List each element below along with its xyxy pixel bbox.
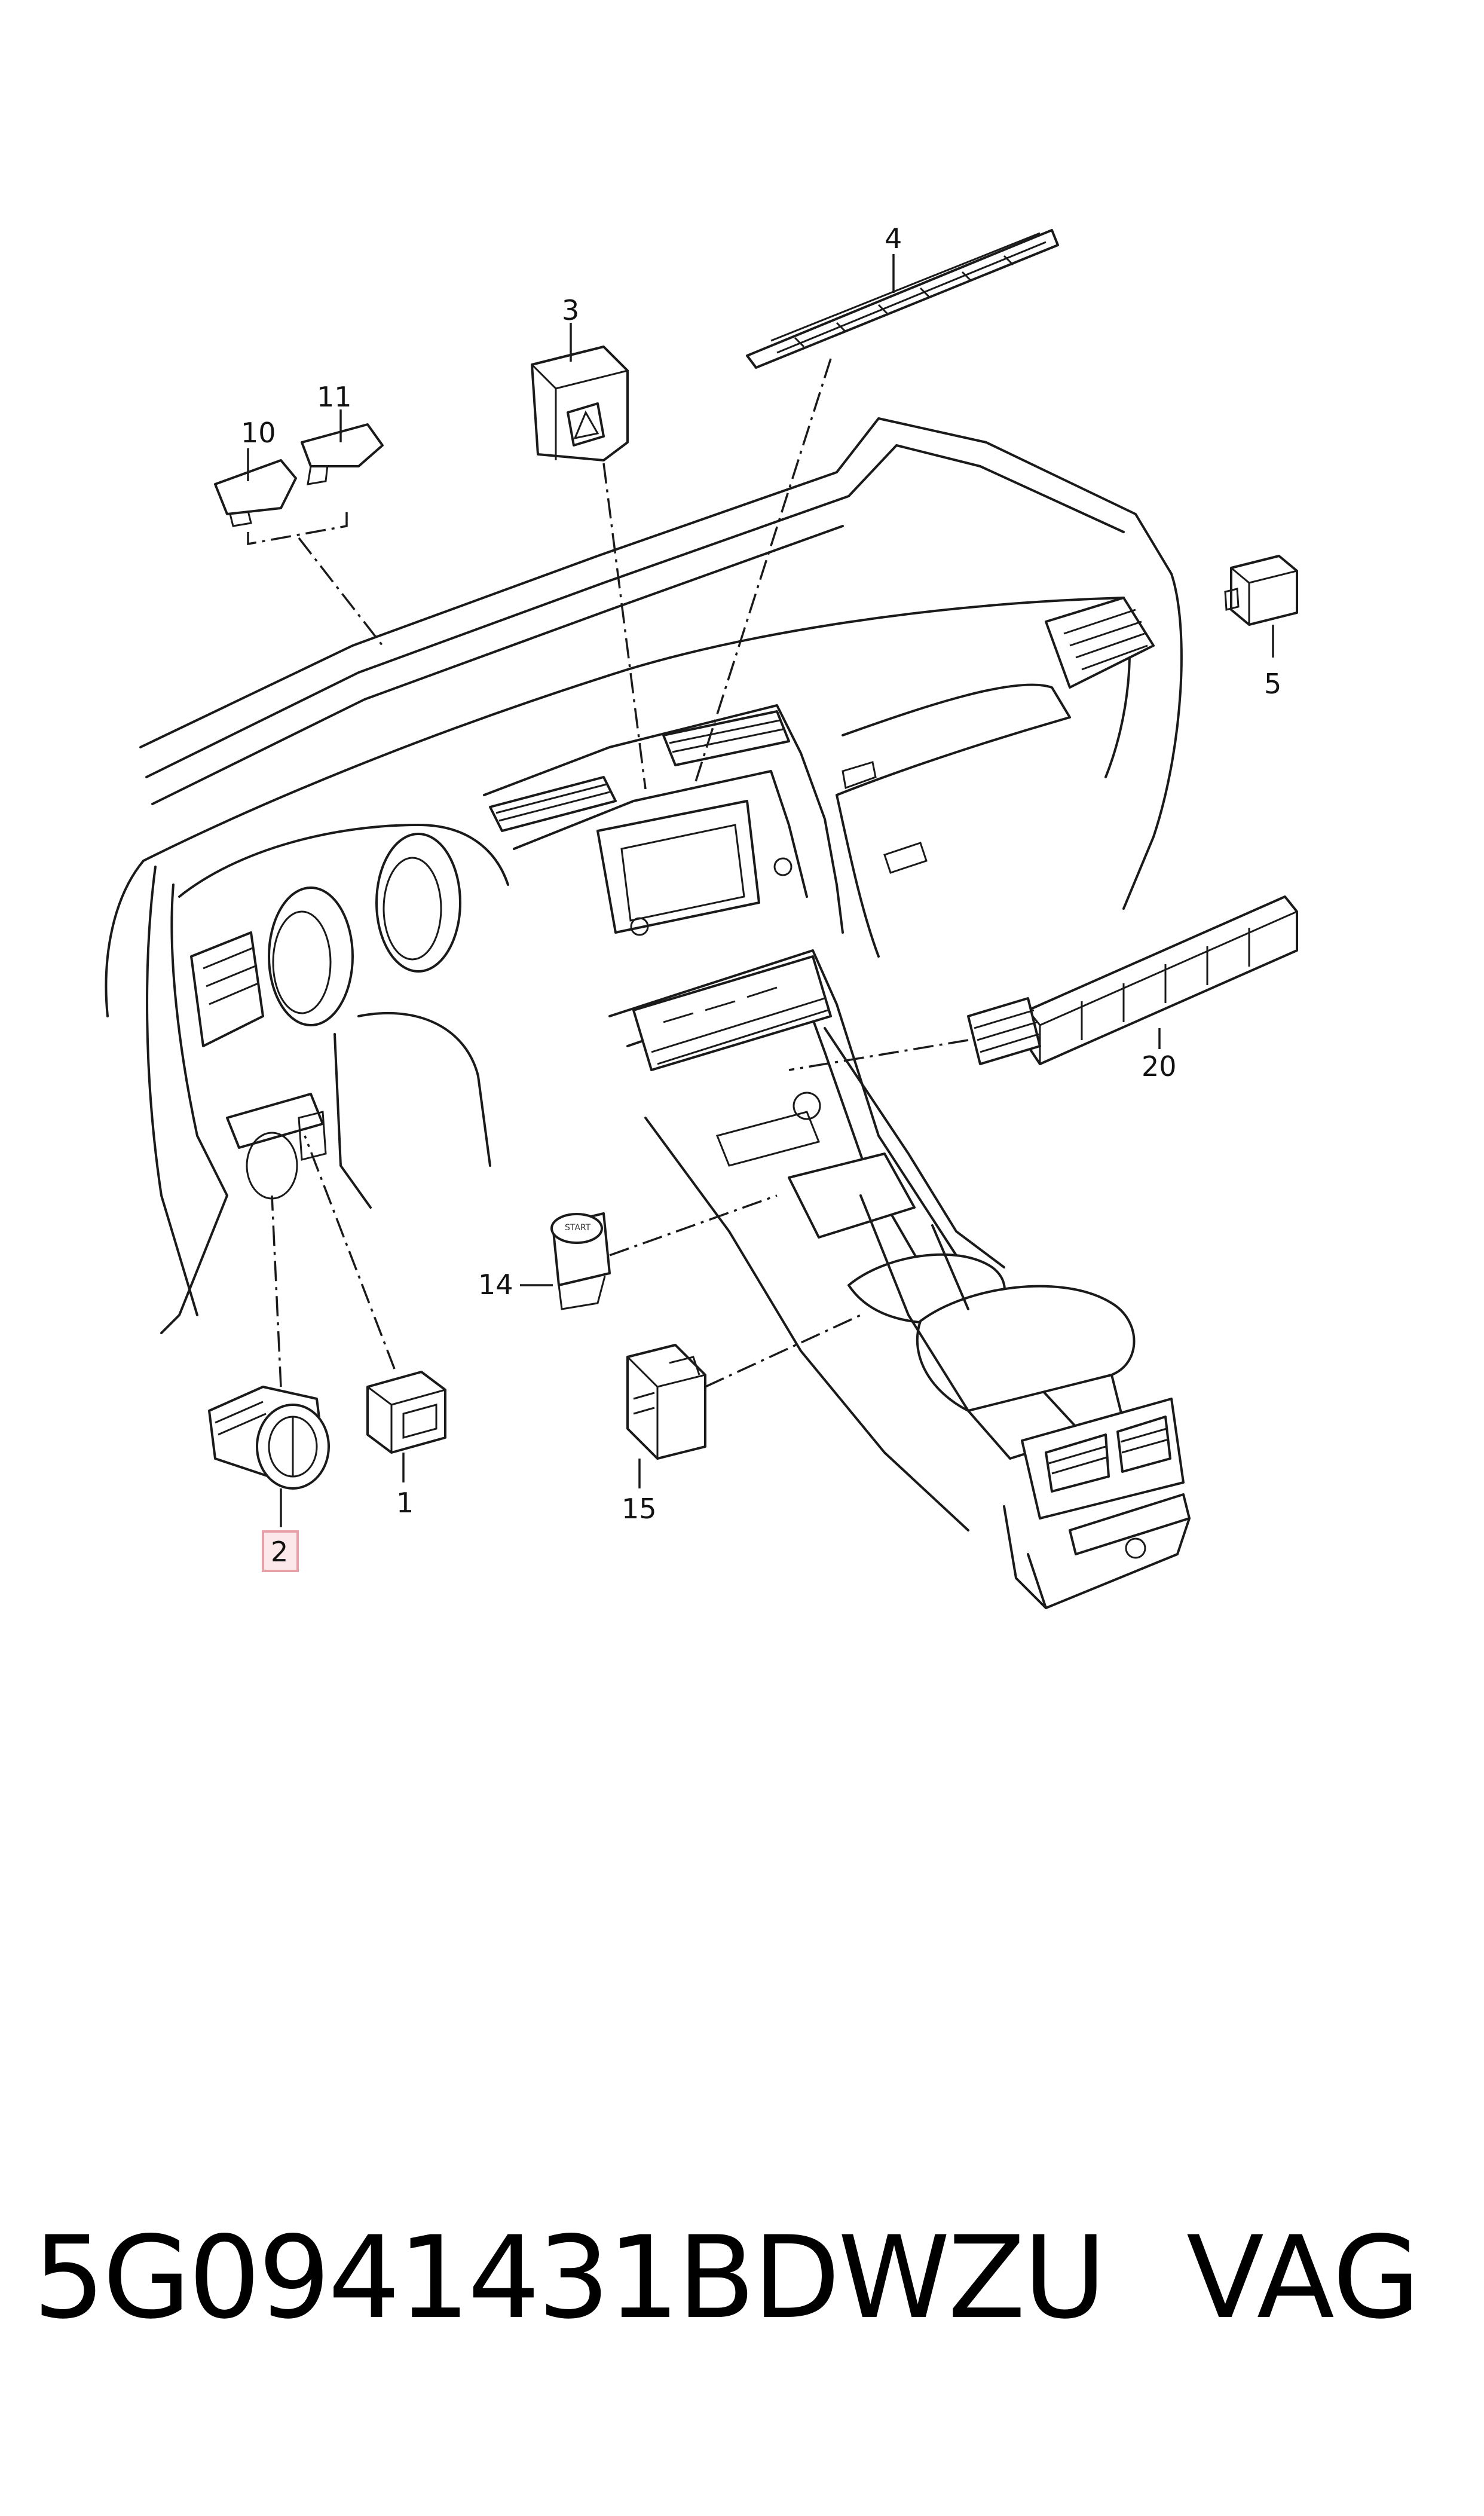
- callout-5: 5: [1264, 668, 1281, 700]
- part-11-cover-cap: [301, 423, 384, 485]
- part-number: 5G0941431BDWZU: [33, 2212, 1106, 2344]
- part-2-light-switch: [208, 1386, 330, 1490]
- part-14-start-button: START: [550, 1212, 611, 1310]
- callout-15: 15: [622, 1493, 657, 1525]
- part-10-cover-cap: [214, 459, 297, 527]
- callout-2-highlight-box: [262, 1530, 299, 1572]
- callout-20: 20: [1142, 1050, 1177, 1083]
- leader-lines: [247, 254, 1274, 1527]
- callout-10: 10: [241, 417, 276, 449]
- footer: 5G0941431BDWZU VAG: [0, 2212, 1484, 2367]
- callout-14: 14: [478, 1268, 513, 1301]
- part-20-climate-panel: [967, 895, 1298, 1065]
- callout-3: 3: [562, 294, 579, 326]
- callout-11: 11: [317, 381, 352, 413]
- part-5-switch-module: [1224, 555, 1298, 626]
- callout-2: 2: [271, 1536, 288, 1568]
- callout-4: 4: [885, 222, 902, 255]
- part-4-switch-strip: [746, 229, 1059, 369]
- brand-label: VAG: [1186, 2212, 1421, 2344]
- part-15-switch-unit: [626, 1344, 706, 1460]
- part-3-hazard-switch: [531, 346, 629, 461]
- dashboard-outline: [105, 417, 1191, 1609]
- parts-diagram: START: [105, 222, 1298, 1609]
- callout-1: 1: [396, 1487, 414, 1519]
- svg-text:START: START: [565, 1223, 591, 1233]
- part-1-switch: [366, 1371, 446, 1454]
